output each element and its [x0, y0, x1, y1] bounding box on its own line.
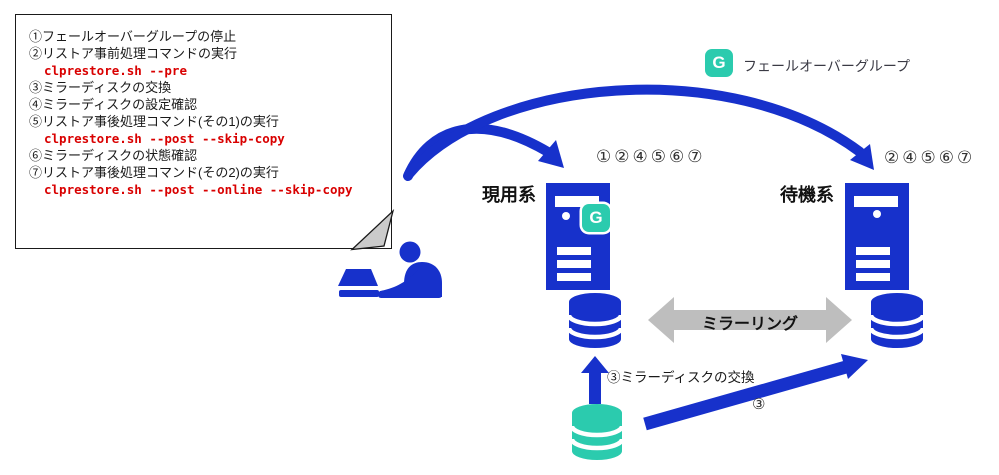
laptop-base	[339, 290, 379, 297]
arrowhead	[850, 144, 874, 170]
active-server-steps: ①②④⑤⑥⑦	[596, 147, 706, 166]
active-server-group-badge: G	[582, 204, 610, 232]
server-vent	[557, 273, 591, 281]
standby-mirror-disk-icon	[868, 293, 926, 348]
new-mirror-disk-icon	[569, 404, 625, 460]
disk-insert-arrow	[581, 356, 609, 404]
step-5-command: clprestore.sh --post --skip-copy	[44, 131, 285, 146]
failover-group-legend-label: フェールオーバーグループ	[743, 58, 911, 74]
active-server-label: 現用系	[482, 185, 536, 205]
standby-server-steps: ②④⑤⑥⑦	[884, 148, 976, 167]
step-7-command: clprestore.sh --post --online --skip-cop…	[44, 182, 353, 197]
active-server-icon	[546, 183, 610, 290]
disk-insert-label: ③ミラーディスクの交換	[607, 370, 755, 385]
server-vent	[856, 247, 890, 255]
step-5: ⑤リストア事後処理コマンド(その1)の実行	[29, 114, 279, 129]
arrowhead	[841, 354, 868, 379]
mirroring-arrow	[648, 297, 852, 343]
step-2-command: clprestore.sh --pre	[44, 63, 187, 78]
arrowhead	[538, 140, 564, 168]
step-1: ①フェールオーバーグループの停止	[29, 29, 237, 44]
procedure-callout: ①フェールオーバーグループの停止 ②リストア事前処理コマンドの実行 clpres…	[15, 14, 392, 249]
command-arc-to-standby-arrow	[404, 84, 874, 179]
active-mirror-disk-icon	[566, 293, 624, 348]
server-vent	[856, 260, 890, 268]
server-led	[562, 212, 570, 220]
operator-icon	[338, 241, 442, 298]
mirroring-label: ミラーリング	[701, 316, 798, 333]
operator-head	[399, 241, 421, 263]
standby-server-icon	[845, 183, 909, 290]
disk-transport-step-label: ③	[752, 396, 766, 413]
server-slot	[555, 196, 599, 207]
operator-base	[378, 291, 442, 298]
server-slot	[854, 196, 898, 207]
operator-arm	[380, 270, 418, 297]
laptop-screen	[338, 269, 378, 286]
failover-group-legend-badge: G	[705, 49, 733, 77]
step-7: ⑦リストア事後処理コマンド(その2)の実行	[29, 165, 279, 180]
step-3: ③ミラーディスクの交換	[29, 80, 172, 95]
step-6: ⑥ミラーディスクの状態確認	[29, 148, 198, 163]
standby-server-label: 待機系	[780, 185, 834, 205]
server-vent	[557, 260, 591, 268]
server-vent	[557, 247, 591, 255]
disk-transport-arrow	[643, 354, 868, 431]
step-4: ④ミラーディスクの設定確認	[29, 97, 198, 112]
server-led	[873, 210, 881, 218]
server-vent	[856, 273, 890, 281]
step-2: ②リストア事前処理コマンドの実行	[29, 46, 238, 61]
